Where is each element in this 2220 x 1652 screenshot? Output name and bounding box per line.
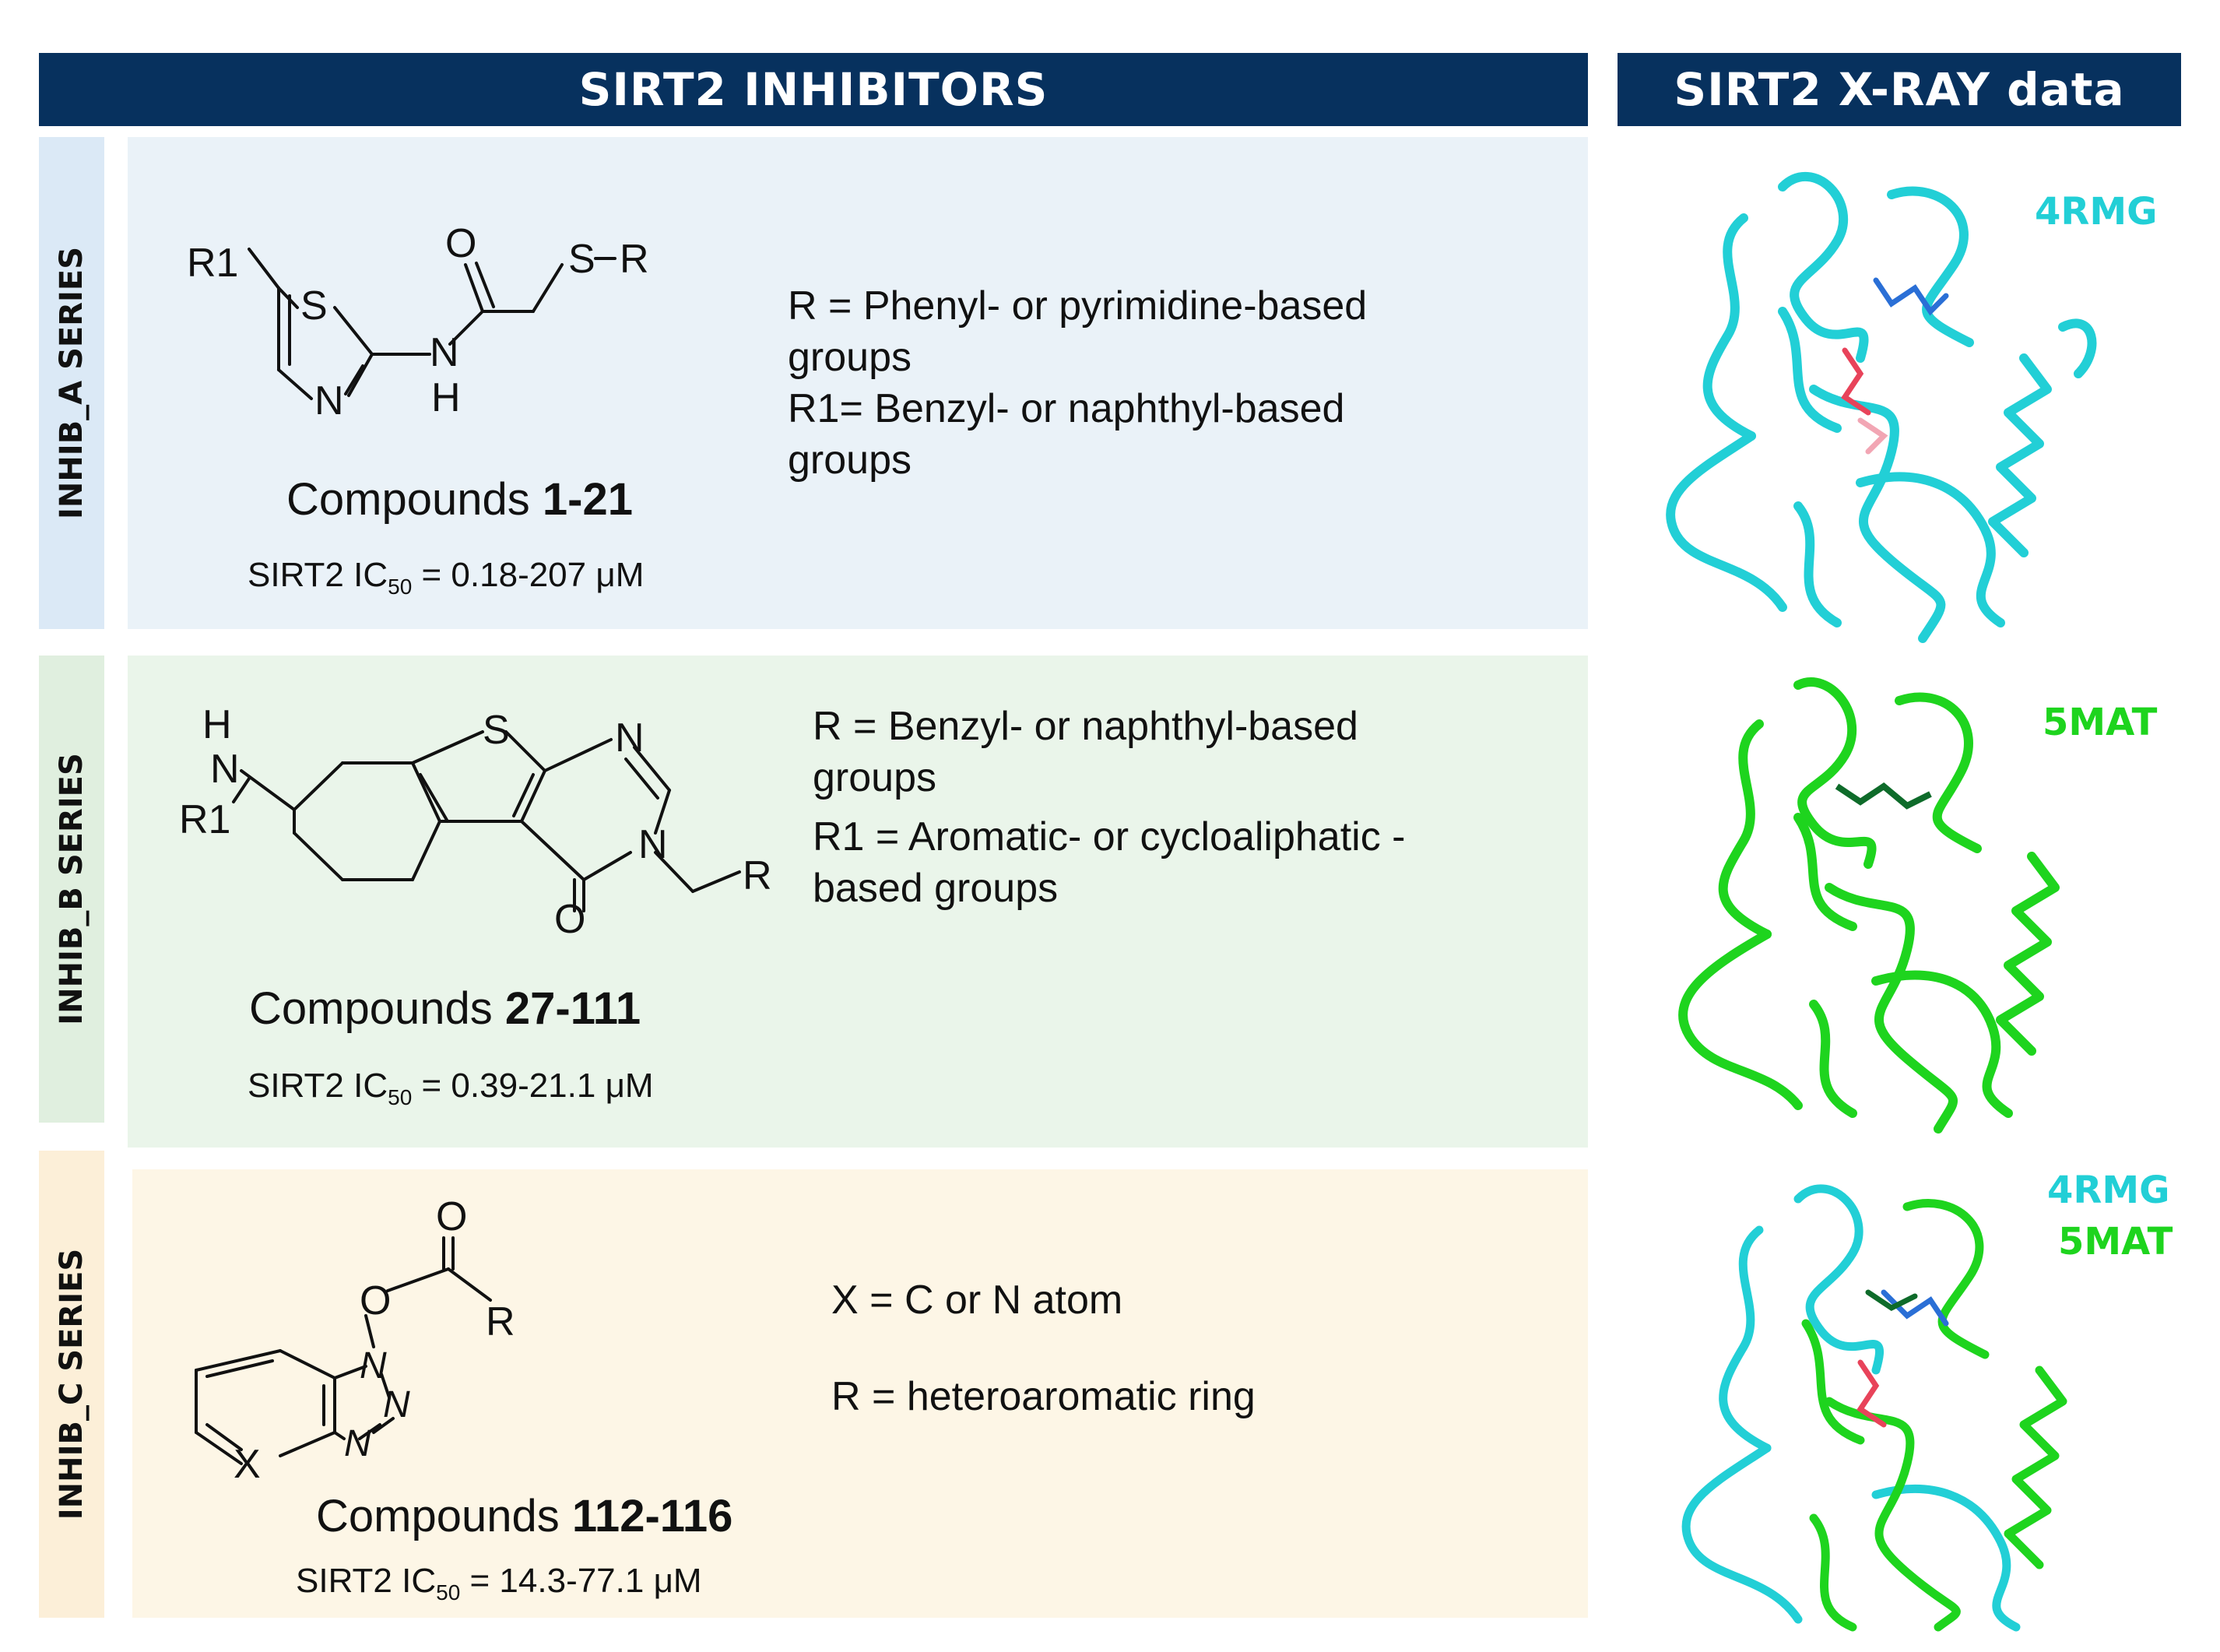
atom-s-chain: S — [568, 237, 595, 282]
ic50-subscript: 50 — [388, 1084, 413, 1109]
series-c-ic50: SIRT2 IC50 = 14.3-77.1 μM — [296, 1562, 702, 1605]
series-b-tab: INHIB_B SERIES — [39, 656, 104, 1123]
series-c-compounds: Compounds 112-116 — [316, 1490, 732, 1542]
series-c-tab: INHIB_C SERIES — [39, 1151, 104, 1618]
atom-o-carbonyl: O — [436, 1194, 467, 1239]
series-a-desc-line: R1= Benzyl- or naphthyl-based — [788, 386, 1345, 431]
atom-n-top: N — [615, 715, 645, 761]
series-b-desc-line: based groups — [813, 866, 1059, 911]
series-b-ic50: SIRT2 IC50 = 0.39-21.1 μM — [248, 1067, 654, 1110]
series-a-desc-line: R = Phenyl- or pyrimidine-based — [788, 283, 1368, 329]
atom-r: R — [743, 853, 772, 898]
atom-nh-h: H — [431, 375, 461, 420]
series-b-compounds: Compounds 27-111 — [249, 982, 641, 1035]
series-c-description: X = C or N atom R = heteroaromatic ring — [831, 1252, 1256, 1445]
atom-s: S — [483, 708, 510, 753]
atom-h: H — [202, 702, 232, 747]
compounds-label: Compounds — [249, 983, 493, 1034]
pdb-label-4rmg: 4RMG — [2035, 190, 2158, 234]
series-b-structure: H N R1 S N N O R — [179, 702, 772, 942]
compounds-label: Compounds — [316, 1491, 560, 1541]
atom-n-amine: N — [210, 747, 240, 792]
series-a-structure: R1 S N O N H S R — [187, 221, 649, 424]
series-a-desc-line: groups — [788, 335, 912, 380]
ic50-subscript: 50 — [388, 574, 413, 599]
series-b-description: R = Benzyl- or naphthyl-based groups R1 … — [813, 701, 1406, 914]
atom-r1: R1 — [179, 797, 230, 842]
atom-s-ring: S — [300, 283, 328, 329]
compounds-range: 112-116 — [571, 1491, 733, 1541]
series-b-desc-line: groups — [813, 755, 936, 800]
ic50-value: = 0.18-207 μM — [412, 556, 645, 594]
atom-o: O — [554, 897, 585, 942]
series-c-structure: O O R N N N X — [195, 1194, 515, 1487]
series-c-tab-label: INHIB_C SERIES — [54, 1248, 90, 1520]
series-a-panel — [128, 137, 1588, 629]
series-c-panel — [132, 1169, 1588, 1618]
series-c-desc-line: X = C or N atom — [831, 1278, 1123, 1323]
protein-ribbon-overlay — [1681, 1184, 2067, 1632]
xray-header: SIRT2 X-RAY data — [1618, 53, 2181, 126]
atom-n1: N — [360, 1345, 387, 1387]
pdb-label-5mat: 5MAT — [2043, 701, 2158, 744]
pdb-label-5mat: 5MAT — [2058, 1220, 2173, 1264]
protein-ribbon-5mat — [1678, 677, 2060, 1134]
atom-r: R — [620, 237, 649, 282]
compounds-range: 1-21 — [542, 474, 633, 525]
inhibitors-header: SIRT2 INHIBITORS — [39, 53, 1588, 126]
atom-o-ester: O — [360, 1278, 391, 1323]
atom-o: O — [445, 221, 476, 266]
atom-n-bottom: N — [638, 822, 668, 867]
pdb-labels-overlay: 4RMG 5MAT — [2047, 1165, 2173, 1267]
series-a-ic50: SIRT2 IC50 = 0.18-207 μM — [248, 556, 644, 599]
compounds-range: 27-111 — [504, 983, 641, 1034]
series-b-desc-line: R = Benzyl- or naphthyl-based — [813, 704, 1358, 749]
ic50-label: SIRT2 IC — [296, 1562, 437, 1600]
series-b-desc-line: R1 = Aromatic- or cycloaliphatic - — [813, 814, 1406, 859]
compounds-label: Compounds — [286, 474, 530, 525]
ic50-value: = 14.3-77.1 μM — [460, 1562, 702, 1600]
atom-n2: N — [383, 1384, 410, 1425]
atom-n-ring: N — [314, 378, 344, 424]
series-a-tab: INHIB_A SERIES — [39, 137, 104, 629]
series-a-description: R = Phenyl- or pyrimidine-based groups R… — [788, 280, 1367, 486]
pdb-label-4rmg: 4RMG — [2047, 1169, 2170, 1212]
series-c-desc-line: R = heteroaromatic ring — [831, 1374, 1256, 1419]
atom-r1: R1 — [187, 241, 238, 286]
atom-x: X — [234, 1442, 261, 1487]
series-b-panel — [128, 656, 1588, 1148]
atom-n3: N — [344, 1423, 371, 1464]
protein-ribbon-4rmg — [1666, 172, 2097, 643]
atom-r: R — [486, 1299, 515, 1344]
series-a-desc-line: groups — [788, 438, 912, 483]
atom-nh-n: N — [430, 330, 459, 375]
ic50-value: = 0.39-21.1 μM — [412, 1067, 654, 1105]
ic50-label: SIRT2 IC — [248, 1067, 388, 1105]
series-a-tab-label: INHIB_A SERIES — [54, 246, 90, 520]
series-b-tab-label: INHIB_B SERIES — [54, 753, 90, 1025]
series-a-compounds: Compounds 1-21 — [286, 473, 633, 525]
ic50-subscript: 50 — [436, 1580, 461, 1605]
ic50-label: SIRT2 IC — [248, 556, 388, 594]
